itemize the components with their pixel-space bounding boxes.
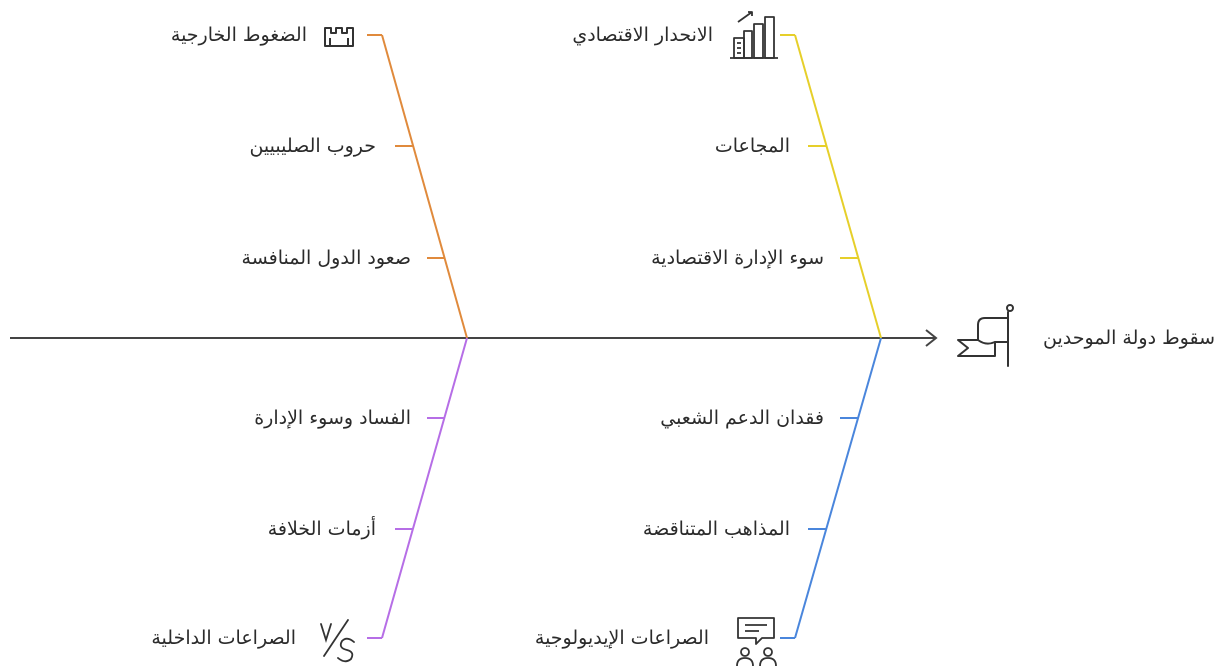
branch-ideological-lines bbox=[780, 337, 882, 639]
external-cause-1: الضغوط الخارجية bbox=[170, 24, 307, 46]
spine-arrowhead bbox=[925, 329, 938, 347]
people-chat-icon bbox=[736, 617, 777, 666]
branch-internal-lines bbox=[367, 337, 468, 639]
flag-icon bbox=[957, 304, 1014, 367]
effect-label: سقوط دولة الموحدين bbox=[1043, 327, 1215, 349]
ideological-cause-2: المذاهب المتناقضة bbox=[642, 518, 790, 540]
branch-economic-lines bbox=[780, 34, 882, 339]
internal-cause-1: الفساد وسوء الإدارة bbox=[254, 407, 411, 429]
internal-cause-2: أزمات الخلافة bbox=[267, 518, 376, 540]
economic-cause-1: الانحدار الاقتصادي bbox=[572, 24, 713, 46]
tower-icon bbox=[324, 27, 354, 47]
external-cause-3: صعود الدول المنافسة bbox=[241, 247, 411, 269]
city-chart-icon bbox=[730, 11, 778, 59]
branch-ideological-bone bbox=[794, 337, 882, 639]
ideological-cause-1: فقدان الدعم الشعبي bbox=[660, 407, 824, 429]
ideological-cause-3: الصراعات الإيديولوجية bbox=[534, 627, 709, 649]
branch-external-bone bbox=[381, 34, 468, 339]
economic-cause-2: المجاعات bbox=[714, 135, 790, 157]
internal-cause-3: الصراعات الداخلية bbox=[151, 627, 296, 649]
branch-internal-bone bbox=[381, 337, 468, 639]
versus-icon bbox=[320, 619, 355, 663]
branch-external-lines bbox=[367, 34, 468, 339]
external-cause-2: حروب الصليبيين bbox=[249, 135, 376, 157]
economic-cause-3: سوء الإدارة الاقتصادية bbox=[651, 247, 824, 269]
branch-economic-bone bbox=[794, 34, 882, 339]
